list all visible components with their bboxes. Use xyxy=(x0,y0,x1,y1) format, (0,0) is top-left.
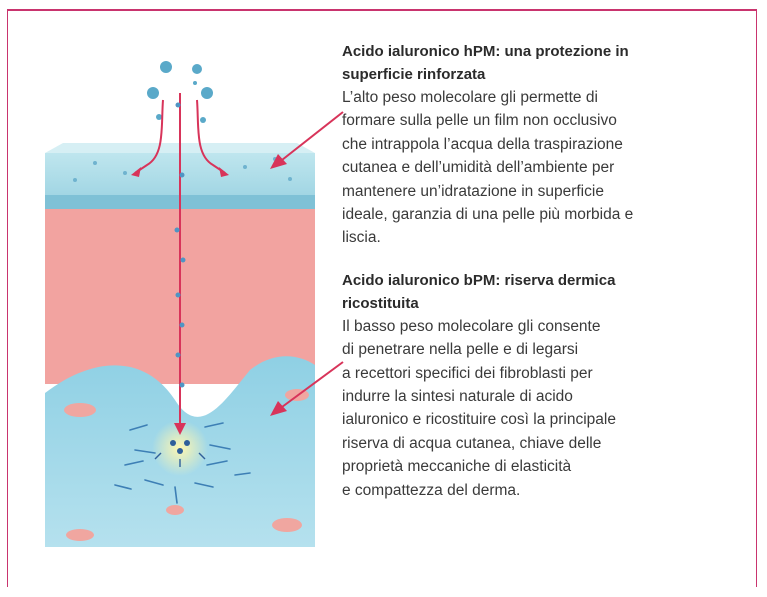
body-line: ideale, garanzia di una pelle più morbid… xyxy=(342,206,634,224)
body-line: ialuronico e ricostituire così la princi… xyxy=(342,411,616,429)
text-column: Acido ialuronico hPM: una protezione in … xyxy=(342,40,742,502)
right-surface-arrow xyxy=(196,99,226,174)
section-bpm: Acido ialuronico bPM: riserva dermica ri… xyxy=(342,269,742,502)
body-line: di penetrare nella pelle e di legarsi xyxy=(342,341,579,359)
body-line: L’alto peso molecolare gli permette di xyxy=(342,89,598,106)
title-line: Acido ialuronico hPM: una protezione in xyxy=(342,43,629,60)
frame-border xyxy=(7,9,757,587)
body-line: Il basso peso molecolare gli consente xyxy=(342,317,601,335)
title-line: Acido ialuronico bPM: riserva dermica xyxy=(342,271,616,289)
left-surface-arrow xyxy=(134,99,164,174)
body-line: e compattezza del derma. xyxy=(342,481,521,499)
section-body: Il basso peso molecolare gli consente di… xyxy=(342,315,742,502)
section-body: L’alto peso molecolare gli permette di f… xyxy=(342,86,742,250)
penetration-arrowhead xyxy=(174,423,186,435)
title-line: superficie rinforzata xyxy=(342,66,486,83)
large-molecules xyxy=(147,61,213,123)
hyaluronic-strands xyxy=(114,422,251,504)
section-hpm: Acido ialuronico hPM: una protezione in … xyxy=(342,40,742,250)
body-line: cutanea e dell’umidità dell’ambiente per xyxy=(342,159,615,177)
body-line: riserva di acqua cutanea, chiave delle xyxy=(342,434,602,452)
body-line: proprietà meccaniche di elasticità xyxy=(342,458,572,476)
callout-arrowhead-1 xyxy=(270,154,287,169)
section-title: Acido ialuronico hPM: una protezione in … xyxy=(342,40,742,86)
skin-cross-section-illustration xyxy=(45,61,315,547)
receptor-cluster xyxy=(170,440,190,454)
small-molecules xyxy=(174,102,186,388)
body-line: a recettori specifici dei fibroblasti pe… xyxy=(342,364,593,382)
fibroblast-cells xyxy=(64,389,309,541)
callout-arrowhead-2 xyxy=(270,401,287,416)
section-title: Acido ialuronico bPM: riserva dermica ri… xyxy=(342,269,742,315)
body-line: formare sulla pelle un film non occlusiv… xyxy=(342,112,617,130)
body-line: che intrappola l’acqua della traspirazio… xyxy=(342,135,623,153)
body-line: mantenere un’idratazione in superficie xyxy=(342,182,604,200)
title-line: ricostituita xyxy=(342,294,419,312)
body-line: indurre la sintesi naturale di acido xyxy=(342,388,573,406)
body-line: liscia. xyxy=(342,229,381,247)
